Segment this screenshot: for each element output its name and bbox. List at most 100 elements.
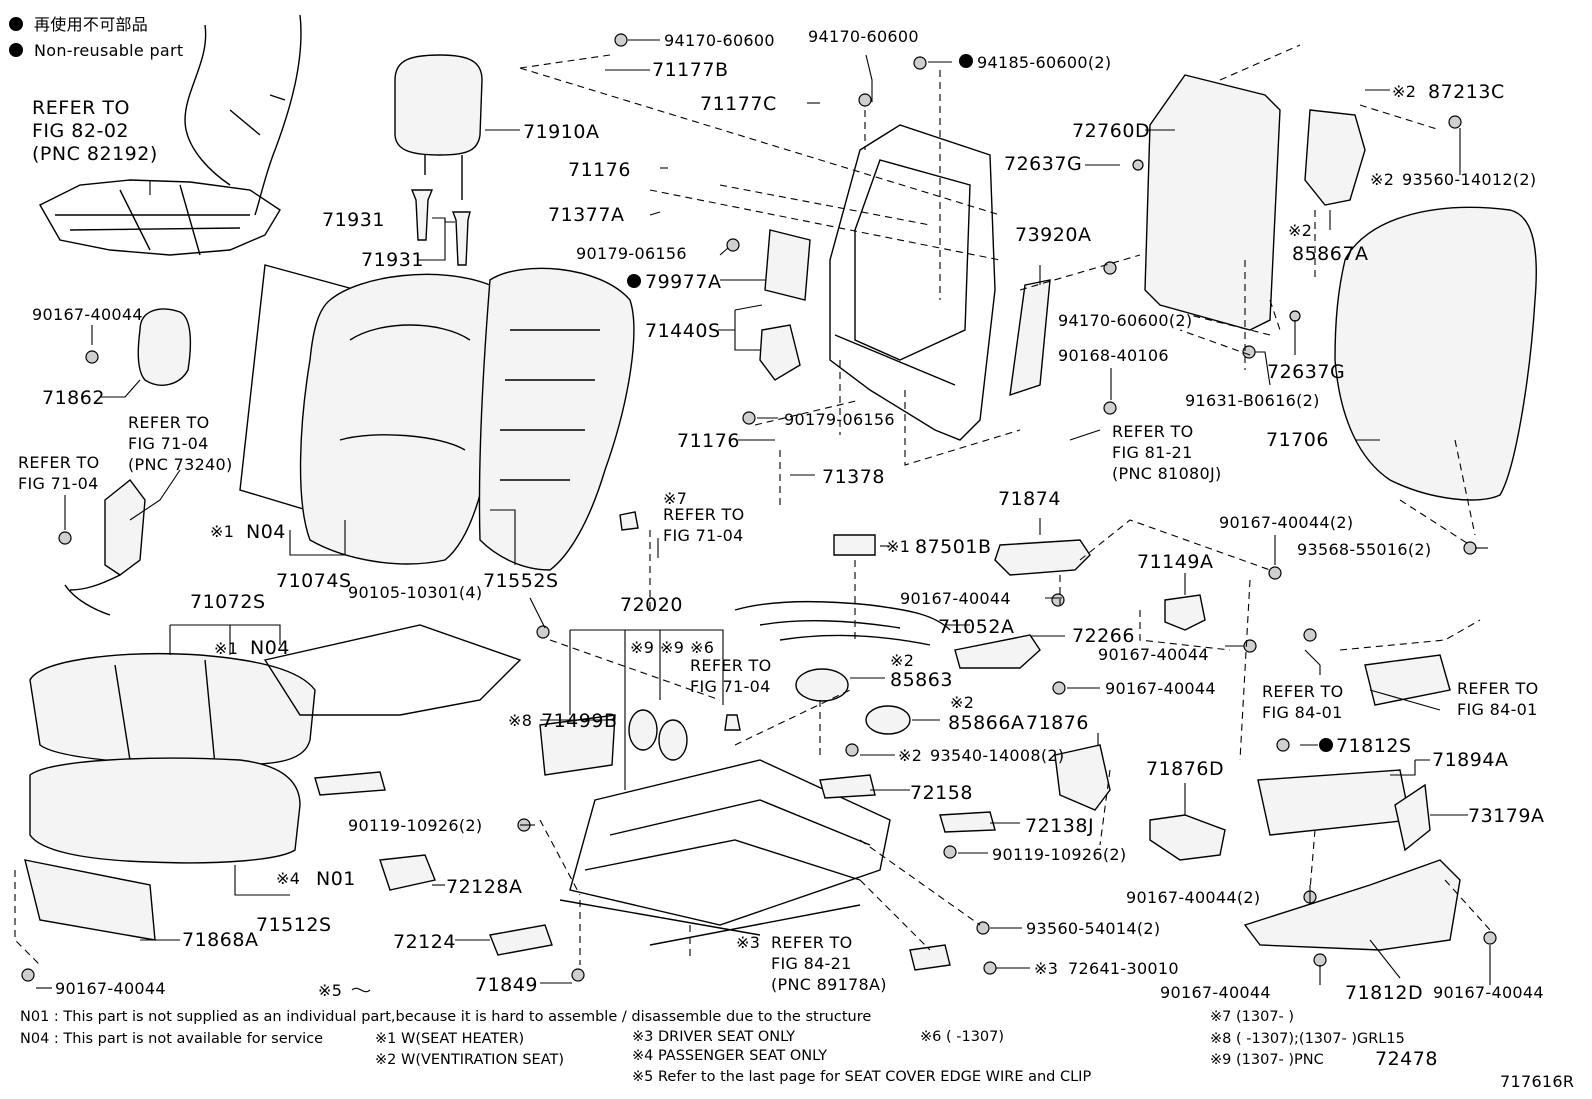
footnote-s8: ※8 ( -1307);(1307- )GRL15 [1210, 1031, 1405, 1047]
part-number[interactable]: 71894A [1432, 749, 1508, 771]
part-number[interactable]: 90179-06156 [576, 244, 687, 263]
part-number[interactable]: 71177C [700, 93, 777, 115]
part-number[interactable]: 90105-10301(4) [348, 583, 482, 602]
part-number[interactable]: 85863 [890, 669, 953, 691]
part-number[interactable]: 72128A [446, 876, 522, 898]
part-number[interactable]: 85867A [1292, 243, 1368, 265]
part-number[interactable]: 72138J [1025, 815, 1094, 837]
refer-label[interactable]: REFER TO [32, 97, 130, 119]
refer-label[interactable]: FIG 84-01 [1457, 700, 1538, 719]
refer-label[interactable]: FIG 71-04 [128, 434, 209, 453]
part-number[interactable]: 71177B [652, 59, 728, 81]
part-number[interactable]: 93540-14008(2) [930, 746, 1064, 765]
refer-label[interactable]: (PNC 73240) [128, 455, 233, 474]
part-number[interactable]: 90167-40044 [55, 979, 166, 998]
refer-label[interactable]: REFER TO [1112, 422, 1194, 441]
part-number[interactable]: 91631-B0616(2) [1185, 391, 1320, 410]
part-number[interactable]: 90179-06156 [784, 410, 895, 429]
part-number[interactable]: 94170-60600 [808, 27, 919, 46]
part-number[interactable]: 85866A [948, 712, 1024, 734]
part-number[interactable]: 93568-55016(2) [1297, 540, 1431, 559]
part-number[interactable]: N04 [250, 637, 290, 659]
part-number[interactable]: 71149A [1137, 551, 1213, 573]
part-number[interactable]: 71072S [190, 591, 266, 613]
refer-label[interactable]: REFER TO [771, 933, 853, 952]
refer-label[interactable]: FIG 71-04 [690, 677, 771, 696]
part-number[interactable]: 90167-40044 [1160, 983, 1271, 1002]
part-number[interactable]: 71812D [1345, 982, 1423, 1004]
part-number[interactable]: N04 [246, 521, 286, 543]
part-number[interactable]: 90167-40044(2) [1126, 888, 1260, 907]
part-number[interactable]: 90167-40044 [1098, 645, 1209, 664]
refer-label[interactable]: FIG 81-21 [1112, 443, 1193, 462]
part-number[interactable]: 71512S [256, 914, 332, 936]
part-number[interactable]: 71378 [822, 466, 885, 488]
part-number[interactable]: 79977A [645, 271, 721, 293]
part-number[interactable]: 71849 [475, 974, 538, 996]
part-number[interactable]: 71876D [1146, 758, 1224, 780]
part-number[interactable]: 90119-10926(2) [992, 845, 1126, 864]
part-number[interactable]: 71862 [42, 387, 105, 409]
refer-label[interactable]: REFER TO [690, 656, 772, 675]
part-number[interactable]: 71176 [677, 430, 740, 452]
leader-lines [36, 39, 1491, 989]
part-number[interactable]: 93560-14012(2) [1402, 170, 1536, 189]
part-number[interactable]: 72641-30010 [1068, 959, 1179, 978]
part-number[interactable]: 90167-40044 [1433, 983, 1544, 1002]
part-number[interactable]: 73179A [1468, 805, 1544, 827]
part-number[interactable]: 71552S [483, 570, 559, 592]
part-number[interactable]: 72158 [910, 782, 973, 804]
part-number[interactable]: 71074S [276, 570, 352, 592]
part-number[interactable]: 87501B [915, 536, 991, 558]
part-number[interactable]: 72266 [1072, 625, 1135, 647]
refer-label[interactable]: FIG 71-04 [663, 526, 744, 545]
part-number[interactable]: 71874 [998, 488, 1061, 510]
part-number[interactable]: 71812S [1336, 735, 1412, 757]
headrest-guide-drawing [410, 189, 434, 241]
refer-label[interactable]: REFER TO [1457, 679, 1539, 698]
part-number[interactable]: 90119-10926(2) [348, 816, 482, 835]
refer-label[interactable]: FIG 84-01 [1262, 703, 1343, 722]
part-number[interactable]: 72637G [1004, 153, 1082, 175]
refer-label[interactable]: FIG 84-21 [771, 954, 852, 973]
part-number[interactable]: 94185-60600(2) [977, 53, 1111, 72]
refer-label[interactable]: (PNC 82192) [32, 143, 158, 165]
part-number[interactable]: 71052A [938, 616, 1014, 638]
refer-label[interactable]: (PNC 81080J) [1112, 464, 1222, 483]
part-number[interactable]: 93560-54014(2) [1026, 919, 1160, 938]
refer-label[interactable]: (PNC 89178A) [771, 975, 887, 994]
part-number[interactable]: 71440S [645, 320, 721, 342]
part-number[interactable]: 73920A [1015, 224, 1091, 246]
part-number[interactable]: 71931 [361, 249, 424, 271]
part-number[interactable]: 71176 [568, 159, 631, 181]
refer-label[interactable]: REFER TO [18, 453, 100, 472]
part-number[interactable]: 71706 [1266, 429, 1329, 451]
part-number[interactable]: 72020 [620, 594, 683, 616]
cushion-lower-cover-drawing [994, 539, 1091, 576]
part-number[interactable]: 71377A [548, 204, 624, 226]
part-number[interactable]: 90167-40044 [1105, 679, 1216, 698]
part-number[interactable]: 90168-40106 [1058, 346, 1169, 365]
part-number[interactable]: 71499B [541, 710, 617, 732]
part-number[interactable]: 71876 [1026, 712, 1089, 734]
part-number[interactable]: 94170-60600(2) [1058, 311, 1192, 330]
refer-label[interactable]: FIG 82-02 [32, 120, 129, 142]
part-number[interactable]: 72637G [1267, 361, 1345, 383]
refer-label[interactable]: REFER TO [663, 505, 745, 524]
part-number[interactable]: 72124 [393, 931, 456, 953]
refer-label[interactable]: FIG 71-04 [18, 474, 99, 493]
refer-label[interactable]: REFER TO [128, 413, 210, 432]
part-number[interactable]: 87213C [1428, 81, 1505, 103]
part-number[interactable]: 94170-60600 [664, 31, 775, 50]
refer-label[interactable]: REFER TO [1262, 682, 1344, 701]
part-number[interactable]: 71868A [182, 929, 258, 951]
part-number[interactable]: 72760D [1072, 120, 1150, 142]
part-number[interactable]: N01 [316, 868, 356, 890]
part-number[interactable]: 90167-40044 [32, 305, 143, 324]
part-number[interactable]: 90167-40044(2) [1219, 513, 1353, 532]
footnote-s9-pnc[interactable]: 72478 [1375, 1048, 1438, 1070]
part-number[interactable]: 90167-40044 [900, 589, 1011, 608]
legend-jp: 再使用不可部品 [34, 15, 148, 34]
part-number[interactable]: 71910A [523, 121, 599, 143]
part-number[interactable]: 71931 [322, 209, 385, 231]
